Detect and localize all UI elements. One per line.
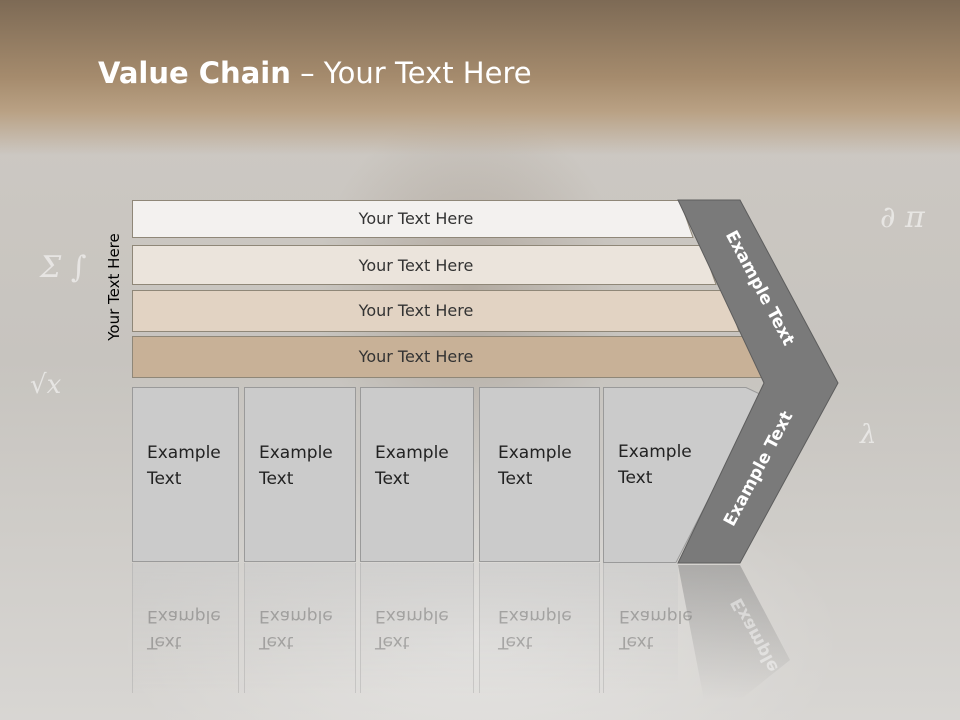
cell-line1: Example (259, 443, 333, 463)
value-bar-label: Your Text Here (358, 347, 474, 366)
value-bar-label: Your Text Here (358, 209, 474, 228)
chalk-scribble: ∂ π (880, 200, 925, 235)
cell-line1: Example (375, 443, 449, 463)
cell-line2: Text (498, 469, 533, 489)
value-bar-label: Your Text Here (358, 301, 474, 320)
cell-line1: Example (498, 443, 572, 463)
value-bar-1: Your Text Here (132, 200, 694, 238)
chevron-shape (677, 199, 839, 564)
chalk-scribble: √x (30, 370, 62, 400)
cell-line2: Text (618, 468, 653, 488)
cell-line1: Example (618, 442, 692, 462)
cell-line2: Text (147, 469, 182, 489)
header-band (0, 0, 960, 155)
value-bar-3: Your Text Here (132, 290, 740, 332)
value-bar-label: Your Text Here (358, 256, 474, 275)
cell-line2: Text (259, 469, 294, 489)
cell-line1: Example (147, 443, 221, 463)
chalk-scribble: λ (860, 420, 877, 450)
chevron-reflection (678, 565, 790, 700)
value-bar-2: Your Text Here (132, 245, 717, 285)
cell-line2: Text (375, 469, 410, 489)
page-title: Value Chain – Your Text Here (98, 56, 532, 90)
chalk-scribble: Σ ∫ (40, 250, 87, 285)
